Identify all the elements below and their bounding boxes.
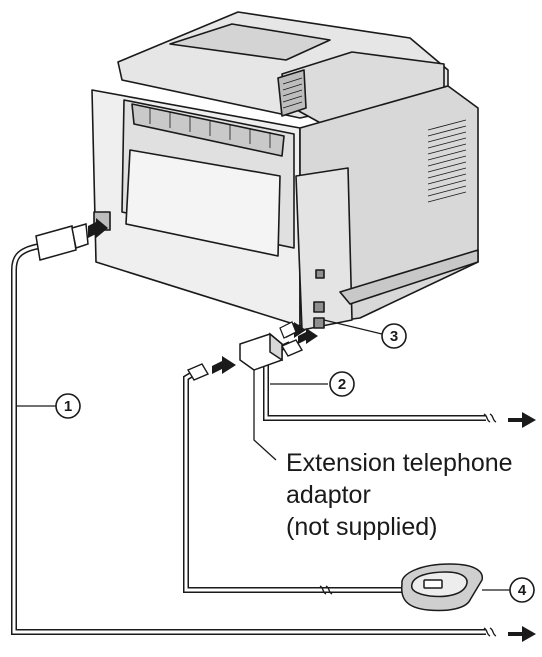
adf-vent-lines xyxy=(282,77,303,109)
printer-side-column xyxy=(295,167,353,331)
power-plug-arrow xyxy=(88,218,108,238)
usb-port xyxy=(315,269,325,279)
printer-paper-tray xyxy=(339,249,479,305)
printer-rear-flap xyxy=(125,149,281,257)
adaptor-plug xyxy=(279,321,297,339)
adaptor-label: Extension telephone adaptor (not supplie… xyxy=(286,449,513,541)
printer-top-tray xyxy=(169,23,331,61)
callout-2: 2 xyxy=(329,371,355,397)
phone-jack-top xyxy=(313,301,325,313)
paper-exit-ribs xyxy=(149,108,271,148)
line-end-arrow xyxy=(508,412,536,428)
telephone-line-cord xyxy=(263,341,486,421)
callout-2-label: 2 xyxy=(338,376,346,393)
callout-1-label: 1 xyxy=(64,398,72,415)
power-cord xyxy=(11,243,486,635)
adaptor-label-line3: (not supplied) xyxy=(286,513,437,541)
phone-jack-bottom xyxy=(313,317,325,329)
adaptor-label-line1: Extension telephone xyxy=(286,449,513,477)
callout-3-label: 3 xyxy=(390,328,398,345)
power-plug xyxy=(35,223,89,261)
adaptor-label-line2: adaptor xyxy=(286,481,371,509)
extension-telephone xyxy=(400,563,484,612)
line-cord-plug xyxy=(280,339,304,357)
phone-cord-plug xyxy=(186,363,210,381)
cut-marks xyxy=(319,413,497,637)
printer-side-vents xyxy=(427,119,467,203)
callout-3: 3 xyxy=(381,323,407,349)
printer-illustration xyxy=(91,11,479,331)
extension-adaptor xyxy=(239,332,283,371)
callout-4: 4 xyxy=(509,577,535,603)
callout-1: 1 xyxy=(55,393,81,419)
line-cord-arrow xyxy=(298,328,318,344)
power-end-arrow xyxy=(508,626,536,642)
callout-leaders xyxy=(16,319,510,591)
phone-cord-arrow xyxy=(212,356,236,374)
callout-4-label: 4 xyxy=(518,582,527,599)
adaptor-leader-line xyxy=(253,370,277,461)
